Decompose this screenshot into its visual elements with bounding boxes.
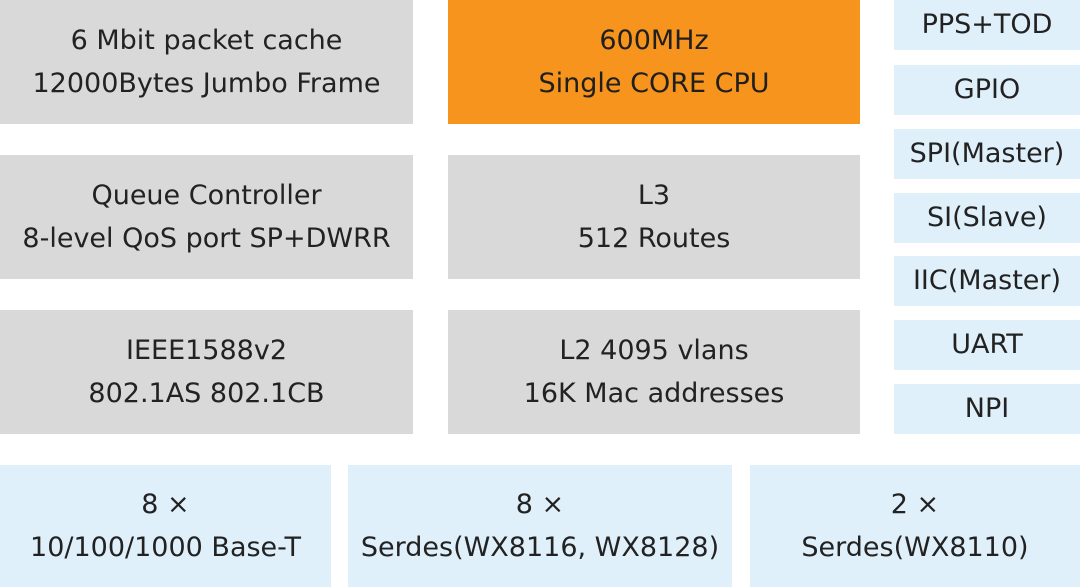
l2-block: L2 4095 vlans 16K Mac addresses xyxy=(448,310,860,434)
cpu-block: 600MHz Single CORE CPU xyxy=(448,0,860,124)
side-interface-label: PPS+TOD xyxy=(921,9,1053,40)
side-interface-label: SPI(Master) xyxy=(909,138,1065,169)
l3-line2: 512 Routes xyxy=(577,223,731,254)
ieee1588-block: IEEE1588v2 802.1AS 802.1CB xyxy=(0,310,413,434)
side-interface-label: IIC(Master) xyxy=(912,265,1062,296)
port-count: 8 × xyxy=(515,489,565,520)
side-interface-label: SI(Slave) xyxy=(927,202,1047,233)
ieee1588-line1: IEEE1588v2 xyxy=(125,335,287,366)
packet-cache-line2: 12000Bytes Jumbo Frame xyxy=(32,68,381,99)
side-interface-iic-master: IIC(Master) xyxy=(894,256,1080,306)
port-count: 2 × xyxy=(890,489,940,520)
l2-line1: L2 4095 vlans xyxy=(559,335,749,366)
packet-cache-block: 6 Mbit packet cache 12000Bytes Jumbo Fra… xyxy=(0,0,413,124)
side-interface-label: NPI xyxy=(964,393,1010,424)
side-interface-pps-tod: PPS+TOD xyxy=(894,0,1080,50)
port-block-serdes-wx8110: 2 × Serdes(WX8110) xyxy=(750,465,1080,587)
l3-block: L3 512 Routes xyxy=(448,155,860,279)
side-interface-label: UART xyxy=(951,329,1023,360)
port-type: Serdes(WX8116, WX8128) xyxy=(360,532,720,563)
l3-line1: L3 xyxy=(637,180,671,211)
queue-controller-block: Queue Controller 8-level QoS port SP+DWR… xyxy=(0,155,413,279)
packet-cache-line1: 6 Mbit packet cache xyxy=(70,25,343,56)
side-interface-label: GPIO xyxy=(953,74,1021,105)
side-interface-uart: UART xyxy=(894,320,1080,370)
side-interface-gpio: GPIO xyxy=(894,65,1080,115)
side-interface-si-slave: SI(Slave) xyxy=(894,193,1080,243)
cpu-line2: Single CORE CPU xyxy=(538,68,770,99)
port-type: 10/100/1000 Base-T xyxy=(30,532,301,563)
ieee1588-line2: 802.1AS 802.1CB xyxy=(88,378,325,409)
queue-controller-line1: Queue Controller xyxy=(91,180,322,211)
side-interface-spi-master: SPI(Master) xyxy=(894,129,1080,179)
port-block-serdes-wx8116-wx8128: 8 × Serdes(WX8116, WX8128) xyxy=(348,465,732,587)
queue-controller-line2: 8-level QoS port SP+DWRR xyxy=(22,223,391,254)
side-interface-npi: NPI xyxy=(894,384,1080,434)
cpu-line1: 600MHz xyxy=(599,25,709,56)
port-block-base-t: 8 × 10/100/1000 Base-T xyxy=(0,465,331,587)
port-type: Serdes(WX8110) xyxy=(801,532,1029,563)
l2-line2: 16K Mac addresses xyxy=(523,378,785,409)
port-count: 8 × xyxy=(141,489,190,520)
